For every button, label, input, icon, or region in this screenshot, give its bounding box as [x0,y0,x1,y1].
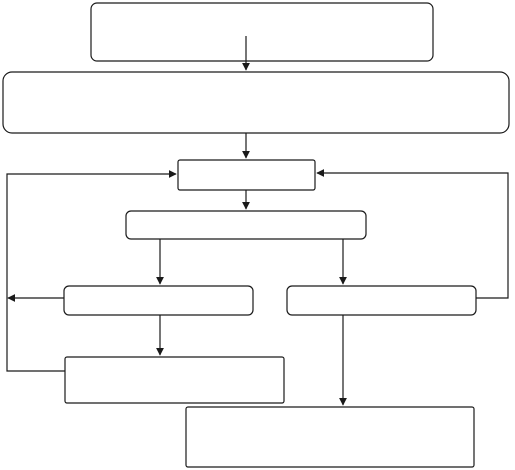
flowchart-node-right-branch [286,285,477,316]
flowchart-loop-right-feedback [316,169,509,299]
flowchart-node-top [90,2,434,62]
flowchart-node-left-result [64,356,285,404]
flowchart-node-wide [2,71,510,134]
flowchart-node-final [185,406,475,468]
flowchart-node-left-branch [63,285,254,316]
flowchart-node-loop [177,159,316,191]
flowchart-node-decision [125,210,367,240]
flowchart-loop-left-feedback [6,170,177,372]
